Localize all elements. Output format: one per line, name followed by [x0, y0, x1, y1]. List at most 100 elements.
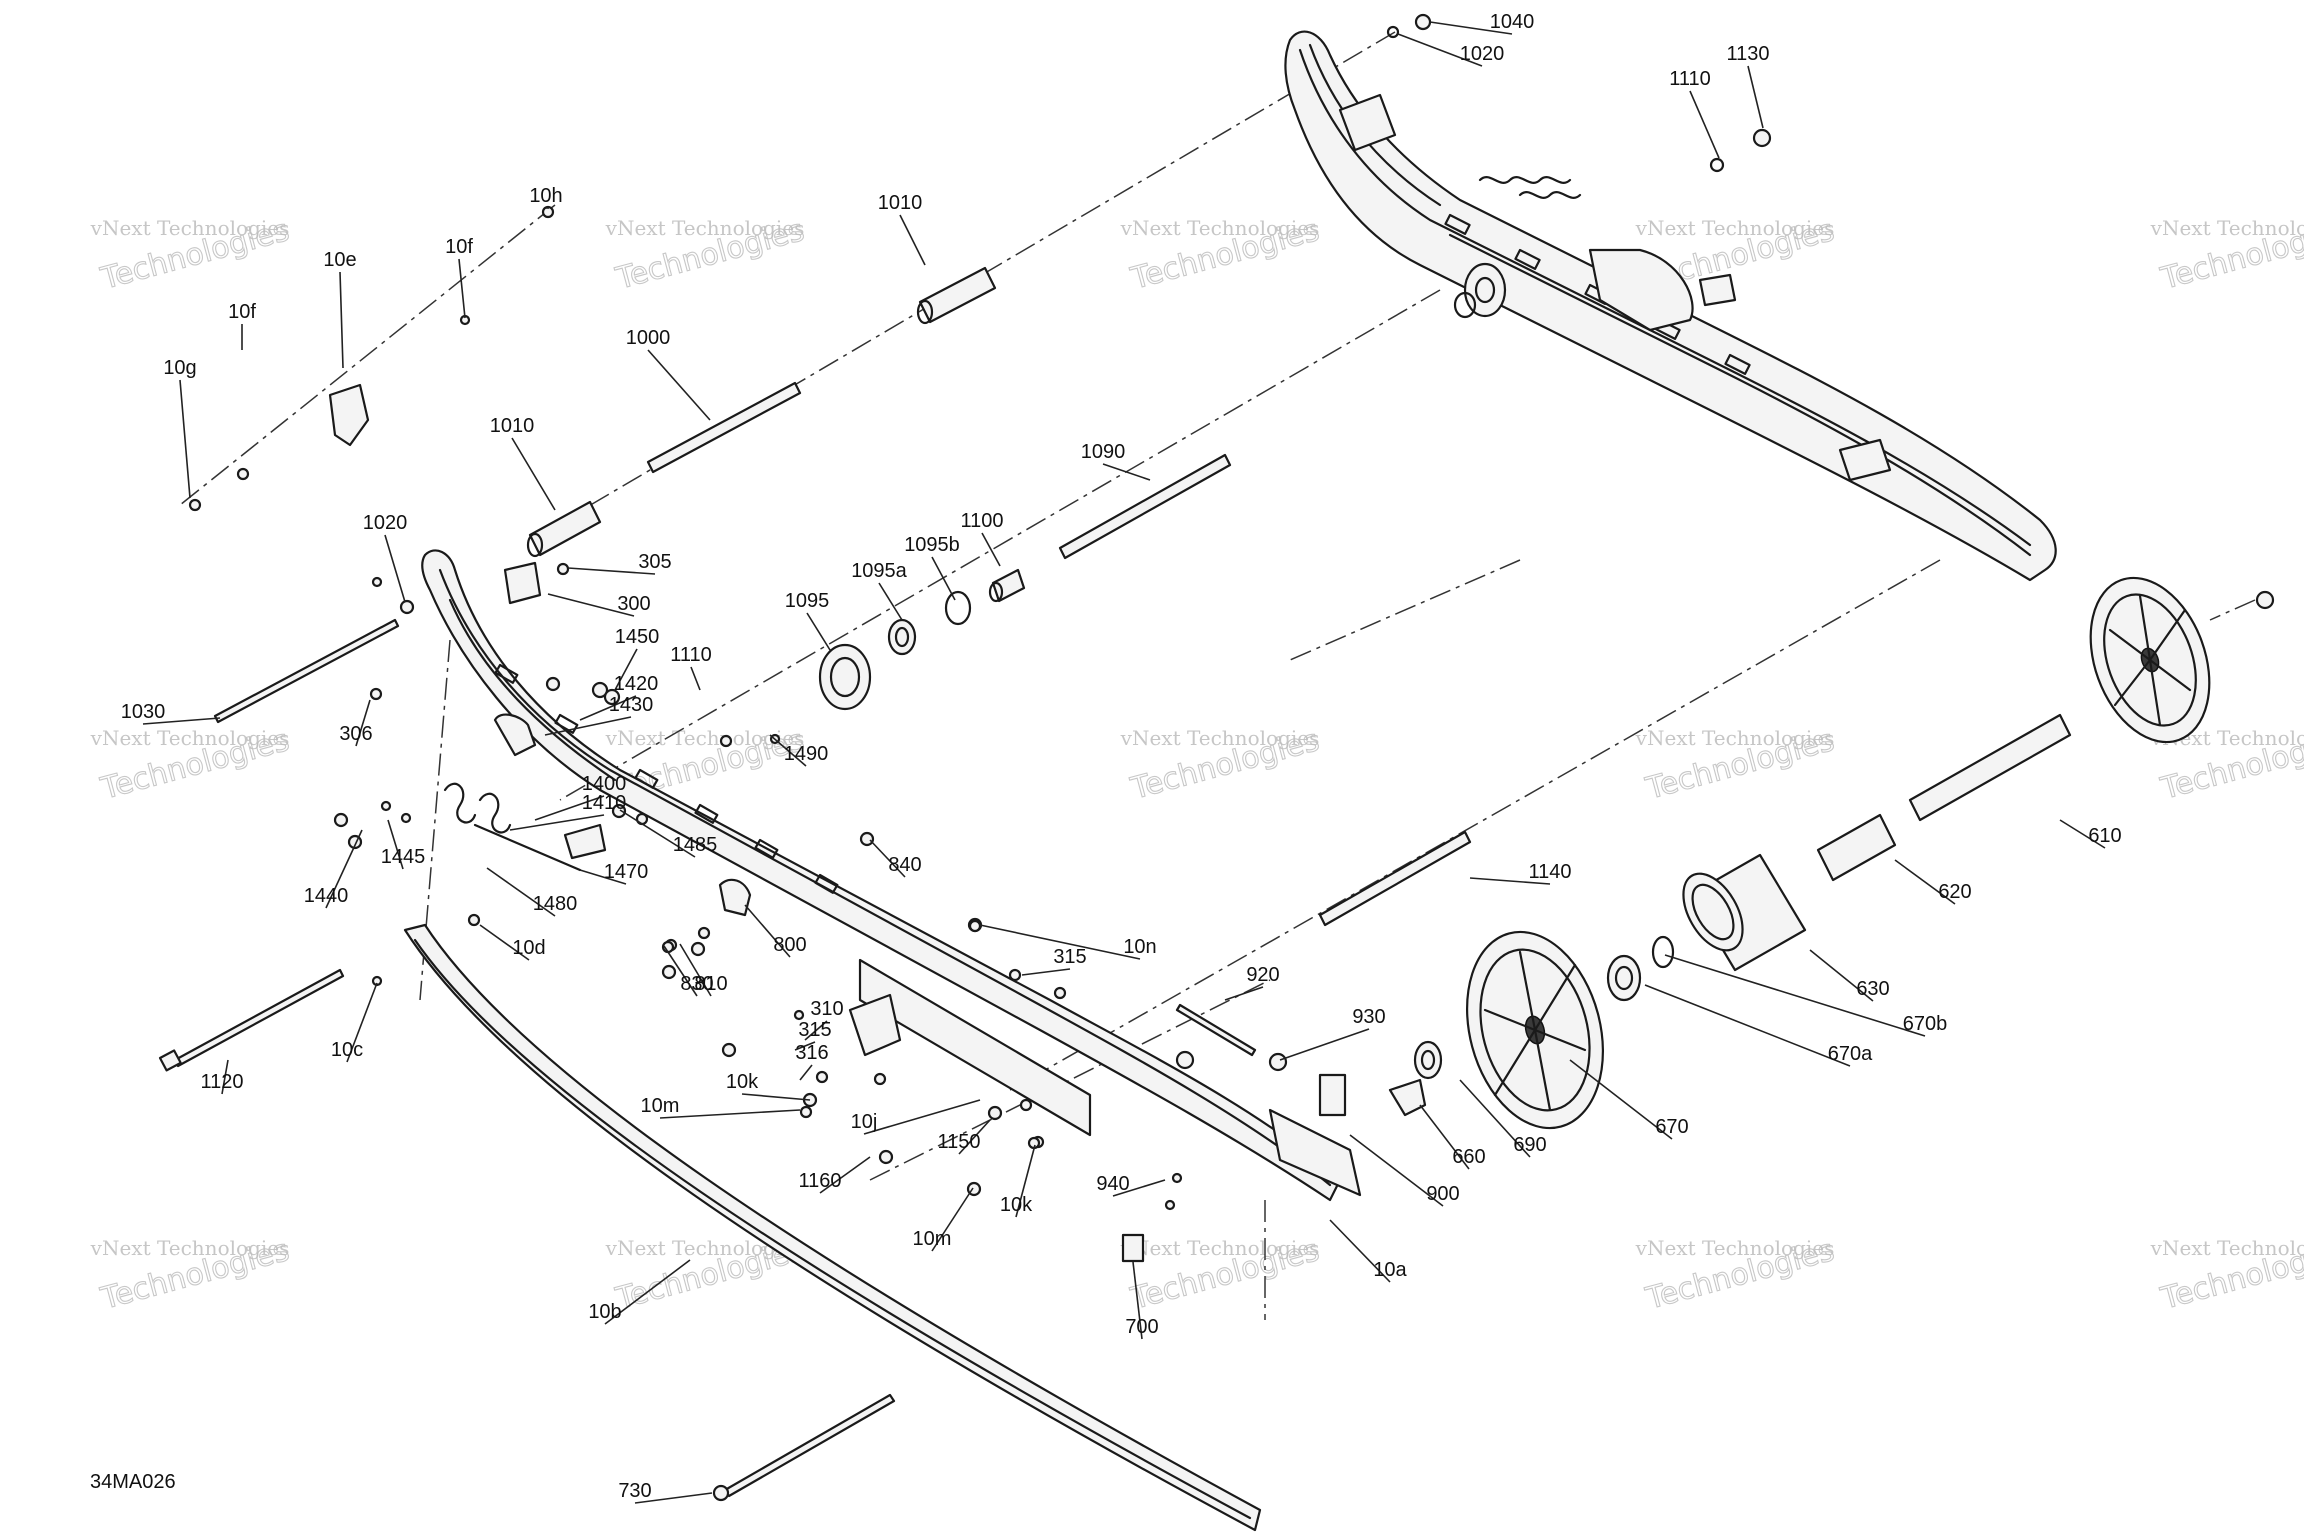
leader-670a: [1644, 984, 1851, 1067]
callout-10g: 10g: [163, 357, 196, 379]
callout-10k: 10k: [1000, 1194, 1033, 1216]
diagram-code: 34MA026: [90, 1471, 176, 1493]
callout-300: 300: [617, 593, 650, 615]
leader-10e: [339, 271, 344, 369]
leader-1110: [1689, 90, 1720, 159]
right-rail-assembly: [1284, 13, 2275, 744]
leader-620: [1894, 859, 1956, 905]
leader-1410: [509, 814, 605, 831]
callout-1010: 1010: [490, 415, 535, 437]
svg-text:vNext Technologies: vNext Technologies: [2150, 216, 2304, 240]
callout-10n: 10n: [1123, 936, 1156, 958]
callout-1445: 1445: [381, 846, 426, 868]
leader-690: [1459, 1079, 1531, 1158]
callout-10f: 10f: [228, 301, 256, 323]
callout-1030: 1030: [121, 701, 166, 723]
leader-830: [663, 945, 698, 997]
callout-1140: 1140: [1528, 861, 1571, 883]
leader-1450: [614, 648, 638, 691]
svg-text:vNext Technologies: vNext Technologies: [2150, 1236, 2304, 1260]
callout-800: 800: [773, 934, 806, 956]
callout-10e: 10e: [323, 249, 356, 271]
callout-610: 610: [2088, 825, 2121, 847]
callout-1110: 1110: [1669, 68, 1711, 90]
leader-1420: [579, 695, 637, 721]
callout-920: 920: [1246, 964, 1279, 986]
leader-10m: [931, 1187, 974, 1252]
callout-1110: 1110: [670, 644, 712, 666]
leader-670b: [1664, 954, 1926, 1037]
callout-1485: 1485: [673, 834, 718, 856]
callout-310: 310: [810, 998, 843, 1020]
callout-670b: 670b: [1903, 1013, 1948, 1035]
callout-1470: 1470: [604, 861, 649, 883]
leader-1020: [384, 534, 406, 603]
shafts-and-tubes: [158, 266, 2072, 1498]
leader-840: [869, 839, 906, 878]
callout-10b: 10b: [588, 1301, 621, 1323]
callout-10c: 10c: [331, 1039, 363, 1061]
bearings-and-wheels: [818, 568, 1675, 1130]
svg-text:vNext Technologies: vNext Technologies: [1120, 216, 1320, 240]
leader-1400: [534, 795, 605, 821]
callout-930: 930: [1352, 1006, 1385, 1028]
svg-text:vNext Technologies: vNext Technologies: [90, 216, 290, 240]
leader-1470: [579, 869, 627, 885]
callout-1160: 1160: [798, 1170, 841, 1192]
leader-1090: [1102, 463, 1151, 481]
callout-10h: 10h: [529, 185, 562, 207]
leader-1095: [806, 612, 831, 651]
leader-316: [799, 1064, 813, 1081]
leader-1030: [142, 717, 221, 725]
svg-text:vNext Technologies: vNext Technologies: [90, 1236, 290, 1260]
leader-1490: [769, 734, 807, 767]
callout-leaders: [142, 21, 2106, 1504]
svg-text:vNext Technologies: vNext Technologies: [1120, 1236, 1320, 1260]
leader-940: [1112, 1179, 1166, 1197]
leader-1020: [1397, 33, 1483, 67]
callout-1020: 1020: [1460, 43, 1505, 65]
leader-10a: [1329, 1219, 1391, 1283]
leader-1000: [647, 349, 711, 421]
callout-1150: 1150: [937, 1131, 980, 1153]
leader-810: [679, 943, 712, 997]
callout-1095: 1095: [785, 590, 830, 612]
callout-1420: 1420: [614, 673, 659, 695]
leader-1485: [619, 809, 696, 858]
leader-730: [634, 1492, 713, 1504]
callout-10f: 10f: [445, 236, 473, 258]
callout-315: 315: [798, 1019, 831, 1041]
leader-315: [1021, 968, 1071, 976]
callout-306: 306: [339, 723, 372, 745]
leader-800: [744, 904, 791, 958]
callout-1400: 1400: [582, 773, 627, 795]
leader-1480: [486, 867, 556, 917]
left-rail-assembly: [421, 549, 1362, 1202]
callout-1130: 1130: [1726, 43, 1769, 65]
leader-1160: [819, 1156, 871, 1194]
leader-10k: [1015, 1144, 1036, 1218]
leader-1010: [899, 214, 926, 266]
leader-1110: [690, 666, 701, 691]
callout-1430: 1430: [609, 694, 654, 716]
leader-315: [794, 1041, 816, 1051]
leader-306: [355, 699, 371, 747]
callout-1020: 1020: [363, 512, 408, 534]
leader-1140: [1469, 877, 1551, 885]
callout-670a: 670a: [1828, 1043, 1873, 1065]
leader-670: [1569, 1059, 1673, 1140]
callout-840: 840: [888, 854, 921, 876]
svg-text:vNext Technologies: vNext Technologies: [1635, 216, 1835, 240]
svg-text:vNext Technologies: vNext Technologies: [90, 726, 290, 750]
leader-700: [1132, 1261, 1143, 1340]
svg-text:vNext Technologies: vNext Technologies: [605, 216, 805, 240]
callout-690: 690: [1513, 1134, 1546, 1156]
callout-660: 660: [1452, 1146, 1485, 1168]
svg-text:vNext Technologies: vNext Technologies: [1120, 726, 1320, 750]
leader-1095a: [878, 582, 903, 621]
